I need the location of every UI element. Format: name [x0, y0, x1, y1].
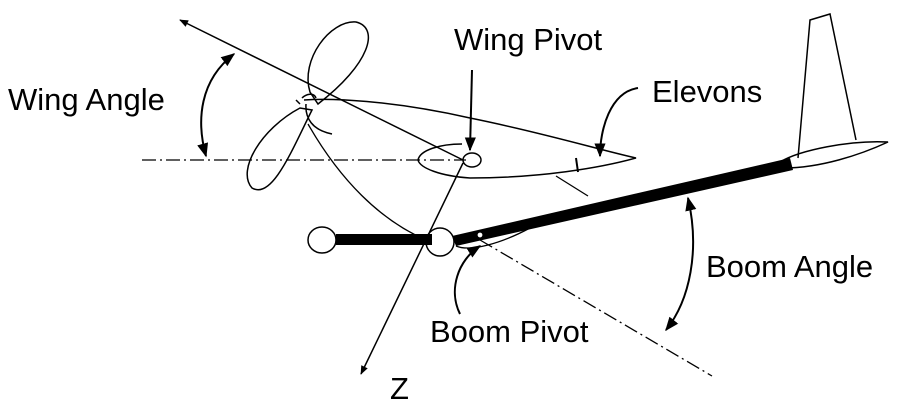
- boom-pivot-label: Boom Pivot: [430, 314, 589, 349]
- wing-strut: [555, 175, 589, 197]
- boom-angle-label: Boom Angle: [706, 249, 873, 284]
- boom-hub: [425, 227, 455, 257]
- propeller-upper-blade: [307, 21, 370, 106]
- horizontal-tail: [778, 140, 889, 169]
- z-axis-line: [360, 162, 464, 375]
- front-ballast: [307, 226, 337, 254]
- boom-pivot-point: [476, 231, 484, 239]
- wing-angle-label: Wing Angle: [8, 82, 165, 117]
- wing-pivot-leader: [464, 69, 476, 152]
- wing-angle-arc: [197, 53, 236, 158]
- wing-pivot-label: Wing Pivot: [454, 22, 603, 57]
- elevon-hinge: [575, 157, 579, 173]
- z-axis-label: Z: [390, 371, 409, 402]
- tail-fin: [797, 13, 857, 159]
- propeller-spinner: [295, 93, 317, 105]
- boom-pivot-fairing: [455, 227, 531, 249]
- propeller-lower-blade: [246, 107, 314, 191]
- front-boom: [336, 234, 432, 245]
- wing-axis-line: [179, 19, 464, 161]
- boom-reference-line: [479, 239, 713, 377]
- elevons-label: Elevons: [652, 74, 762, 109]
- boom-angle-arc: [665, 196, 697, 332]
- boom-pivot-leader: [453, 245, 482, 315]
- boom: [452, 158, 793, 246]
- elevons-leader: [594, 87, 639, 158]
- fuselage-outline: [307, 123, 427, 241]
